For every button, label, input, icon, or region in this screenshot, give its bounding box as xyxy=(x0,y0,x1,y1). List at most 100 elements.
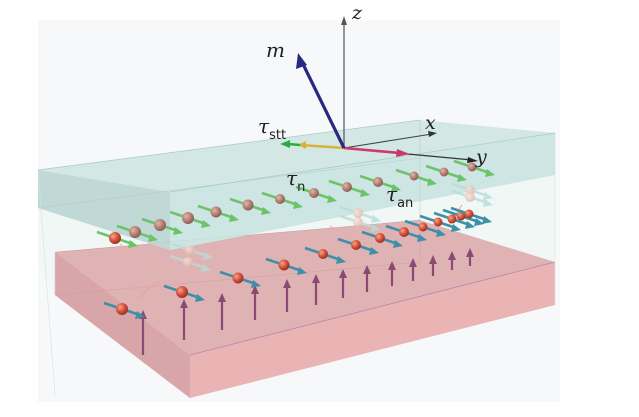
electron-sphere xyxy=(116,303,128,315)
tau-stt-subscript: stt xyxy=(269,128,287,143)
moment-arrowhead xyxy=(448,251,456,260)
spin-arrowhead xyxy=(371,215,381,223)
electron-sphere xyxy=(399,227,409,237)
bottom-spin xyxy=(450,206,492,224)
bottom-spin xyxy=(361,230,403,248)
trajectory-curve xyxy=(139,281,161,301)
magnetization-vector xyxy=(300,61,346,149)
electron-sphere xyxy=(465,192,475,202)
coordinate-axes xyxy=(280,16,478,163)
spin-arrowhead xyxy=(465,221,475,229)
spin-arrowhead xyxy=(417,234,427,242)
z-axis-label: z xyxy=(352,2,363,24)
moment-arrowhead xyxy=(251,285,259,294)
electron-sphere xyxy=(309,188,319,198)
electron-sphere xyxy=(183,257,193,267)
top-spin xyxy=(96,230,138,248)
spin-arrowhead xyxy=(371,224,381,232)
moment-arrowhead xyxy=(466,248,474,257)
spin-arrowhead xyxy=(451,224,461,232)
local-moment-arrow xyxy=(218,293,226,330)
top-spin-row xyxy=(96,159,495,248)
top-spin xyxy=(261,191,303,209)
edge xyxy=(169,132,556,193)
top-spin xyxy=(229,197,271,215)
electron-sphere xyxy=(433,217,443,227)
top-spin xyxy=(169,210,211,228)
electron-sphere xyxy=(232,272,244,284)
spin-arrowhead xyxy=(148,234,158,242)
m-label: m xyxy=(266,38,285,62)
top-layer-top-face xyxy=(38,120,555,192)
tau-symbol: τ xyxy=(286,166,298,190)
spin-arrowhead xyxy=(436,229,446,237)
spin-arrowhead xyxy=(393,240,403,248)
x-arrowhead xyxy=(428,131,437,137)
spin-arrowhead xyxy=(427,178,437,186)
y-torque-arrow xyxy=(343,146,401,155)
spin-arrowhead xyxy=(229,214,239,222)
top-spin xyxy=(141,217,183,235)
spin-arrowhead xyxy=(457,174,467,182)
y-axis-label: y xyxy=(476,146,487,168)
local-moment-arrow xyxy=(180,299,188,340)
ghost-spin-row xyxy=(169,182,493,272)
local-moment-arrow xyxy=(409,258,417,281)
electron-sphere xyxy=(351,240,361,250)
electron-sphere xyxy=(447,214,457,224)
bottom-spin-row xyxy=(103,206,492,319)
ghost-spin xyxy=(339,205,381,223)
tau-symbol: τ xyxy=(386,182,398,206)
local-moment-arrow xyxy=(448,251,456,270)
spin-arrowhead xyxy=(203,252,213,260)
x-axis xyxy=(343,133,433,149)
spin-arrowhead xyxy=(201,264,211,272)
moment-arrowhead xyxy=(409,258,417,267)
ghost-spin xyxy=(339,214,381,232)
spin-arrowhead xyxy=(135,311,145,319)
ghost-spin xyxy=(171,242,213,260)
spin-arrowhead xyxy=(369,247,379,255)
bottom-layer-top-face xyxy=(55,220,555,355)
local-moment-arrow xyxy=(363,265,371,292)
trajectory-curve xyxy=(119,243,171,269)
top-spin xyxy=(359,174,401,192)
top-spin xyxy=(116,224,158,242)
local-moment-arrow xyxy=(429,255,437,276)
local-moment-arrow xyxy=(339,269,347,298)
tau-stt-label: τstt xyxy=(258,114,286,142)
tau-an-subscript: an xyxy=(397,196,414,211)
electron-sphere xyxy=(242,199,254,211)
electron-sphere xyxy=(185,245,195,255)
local-moment-arrow xyxy=(251,285,259,320)
electron-sphere xyxy=(129,226,141,238)
spin-arrowhead xyxy=(173,227,183,235)
magnetization-arrowhead xyxy=(296,53,307,69)
electron-sphere xyxy=(210,206,222,218)
edge xyxy=(37,119,421,171)
top-spin xyxy=(425,164,467,182)
ghost-spin xyxy=(451,182,493,200)
electron-sphere xyxy=(465,185,475,195)
spin-arrowhead xyxy=(336,256,346,264)
y-arrowhead xyxy=(467,157,478,163)
z-arrowhead xyxy=(341,16,347,25)
electron-sphere xyxy=(353,208,363,218)
spin-arrowhead xyxy=(261,207,271,215)
ghost-spin xyxy=(169,254,211,272)
local-moment-arrow xyxy=(466,248,474,266)
tau-symbol: τ xyxy=(258,114,270,138)
moment-arrowhead xyxy=(363,265,371,274)
bottom-spin xyxy=(219,270,261,288)
top-spin xyxy=(328,179,370,197)
top-spin xyxy=(395,168,437,186)
bottom-spin xyxy=(304,246,346,264)
electron-sphere xyxy=(278,259,290,271)
electron-sphere xyxy=(318,249,328,259)
moment-arrowhead xyxy=(283,279,291,288)
stt-yellow-arrow xyxy=(299,143,345,150)
x-axis-label: x xyxy=(425,112,436,134)
bottom-spin xyxy=(385,224,427,242)
